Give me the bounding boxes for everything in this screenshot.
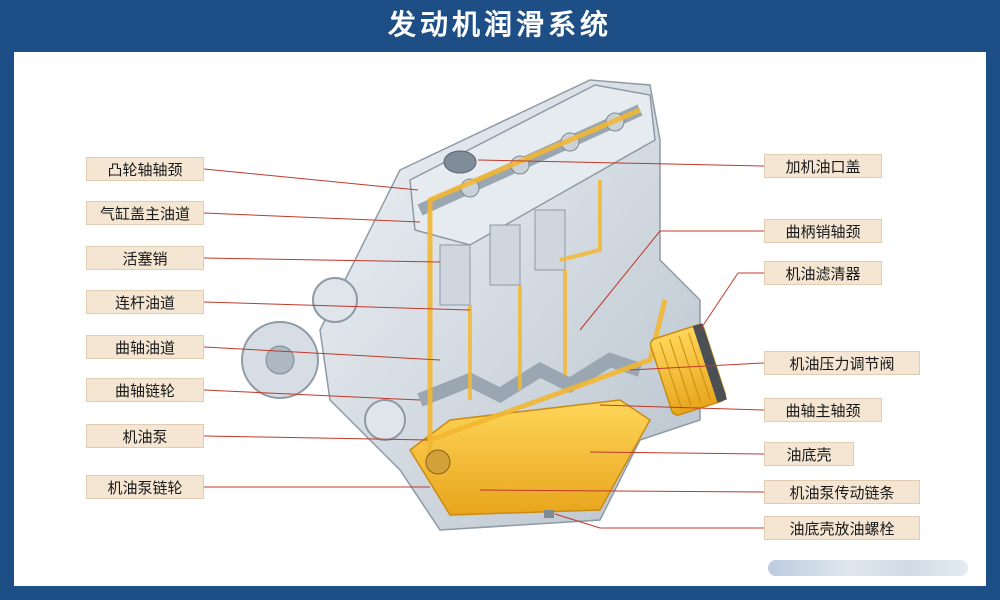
idler-pulley [312, 277, 358, 323]
label-crank-passage: 曲轴油道 [86, 335, 204, 359]
label-conrod-passage: 连杆油道 [86, 290, 204, 314]
blurred-watermark [768, 560, 968, 576]
leader-drain-plug-b [554, 513, 601, 529]
label-pressure-valve: 机油压力调节阀 [764, 351, 920, 375]
leader-oil-filter-b [699, 272, 739, 331]
label-main-journal: 曲轴主轴颈 [764, 398, 882, 422]
oil-passage-main [427, 107, 641, 470]
label-filler-cap: 加机油口盖 [764, 154, 882, 178]
label-oil-pump: 机油泵 [86, 424, 204, 448]
leader-head-main-gallery [203, 212, 421, 223]
oil-filter-shape [649, 323, 727, 416]
leader-crank-passage [203, 346, 441, 361]
label-oil-pan: 油底壳 [764, 442, 854, 466]
label-crank-sprocket: 曲轴链轮 [86, 378, 204, 402]
label-crankpin-journal: 曲柄销轴颈 [764, 219, 882, 243]
piston-2 [489, 224, 521, 286]
leader-oil-pan [589, 451, 765, 455]
leader-piston-pin [203, 257, 441, 263]
label-camshaft-journal: 凸轮轴轴颈 [86, 157, 204, 181]
label-head-main-gallery: 气缸盖主油道 [86, 201, 204, 225]
leader-oil-pump [203, 435, 429, 441]
leader-pump-chain [479, 489, 765, 493]
label-piston-pin: 活塞销 [86, 246, 204, 270]
leader-lines [203, 159, 765, 529]
oil-pump-shape [425, 449, 451, 475]
label-pump-chain: 机油泵传动链条 [764, 480, 920, 504]
page-title: 发动机润滑系统 [387, 8, 612, 41]
label-drain-plug: 油底壳放油螺栓 [764, 516, 920, 540]
engine-block [241, 79, 727, 531]
label-oil-filter: 机油滤清器 [764, 261, 882, 285]
leader-conrod-passage [203, 301, 471, 311]
leader-crank-sprocket [203, 389, 421, 401]
leader-crankpin-journal-b [579, 230, 661, 331]
leader-camshaft-journal [203, 168, 419, 191]
leader-pressure-valve [629, 362, 765, 371]
oil-pan-oil [409, 399, 651, 516]
label-pump-sprocket: 机油泵链轮 [86, 475, 204, 499]
leader-filler-cap [477, 159, 765, 167]
drain-plug-shape [544, 510, 554, 518]
leader-main-journal [599, 404, 765, 411]
piston-1 [439, 244, 471, 306]
filler-cap-shape [443, 150, 477, 174]
